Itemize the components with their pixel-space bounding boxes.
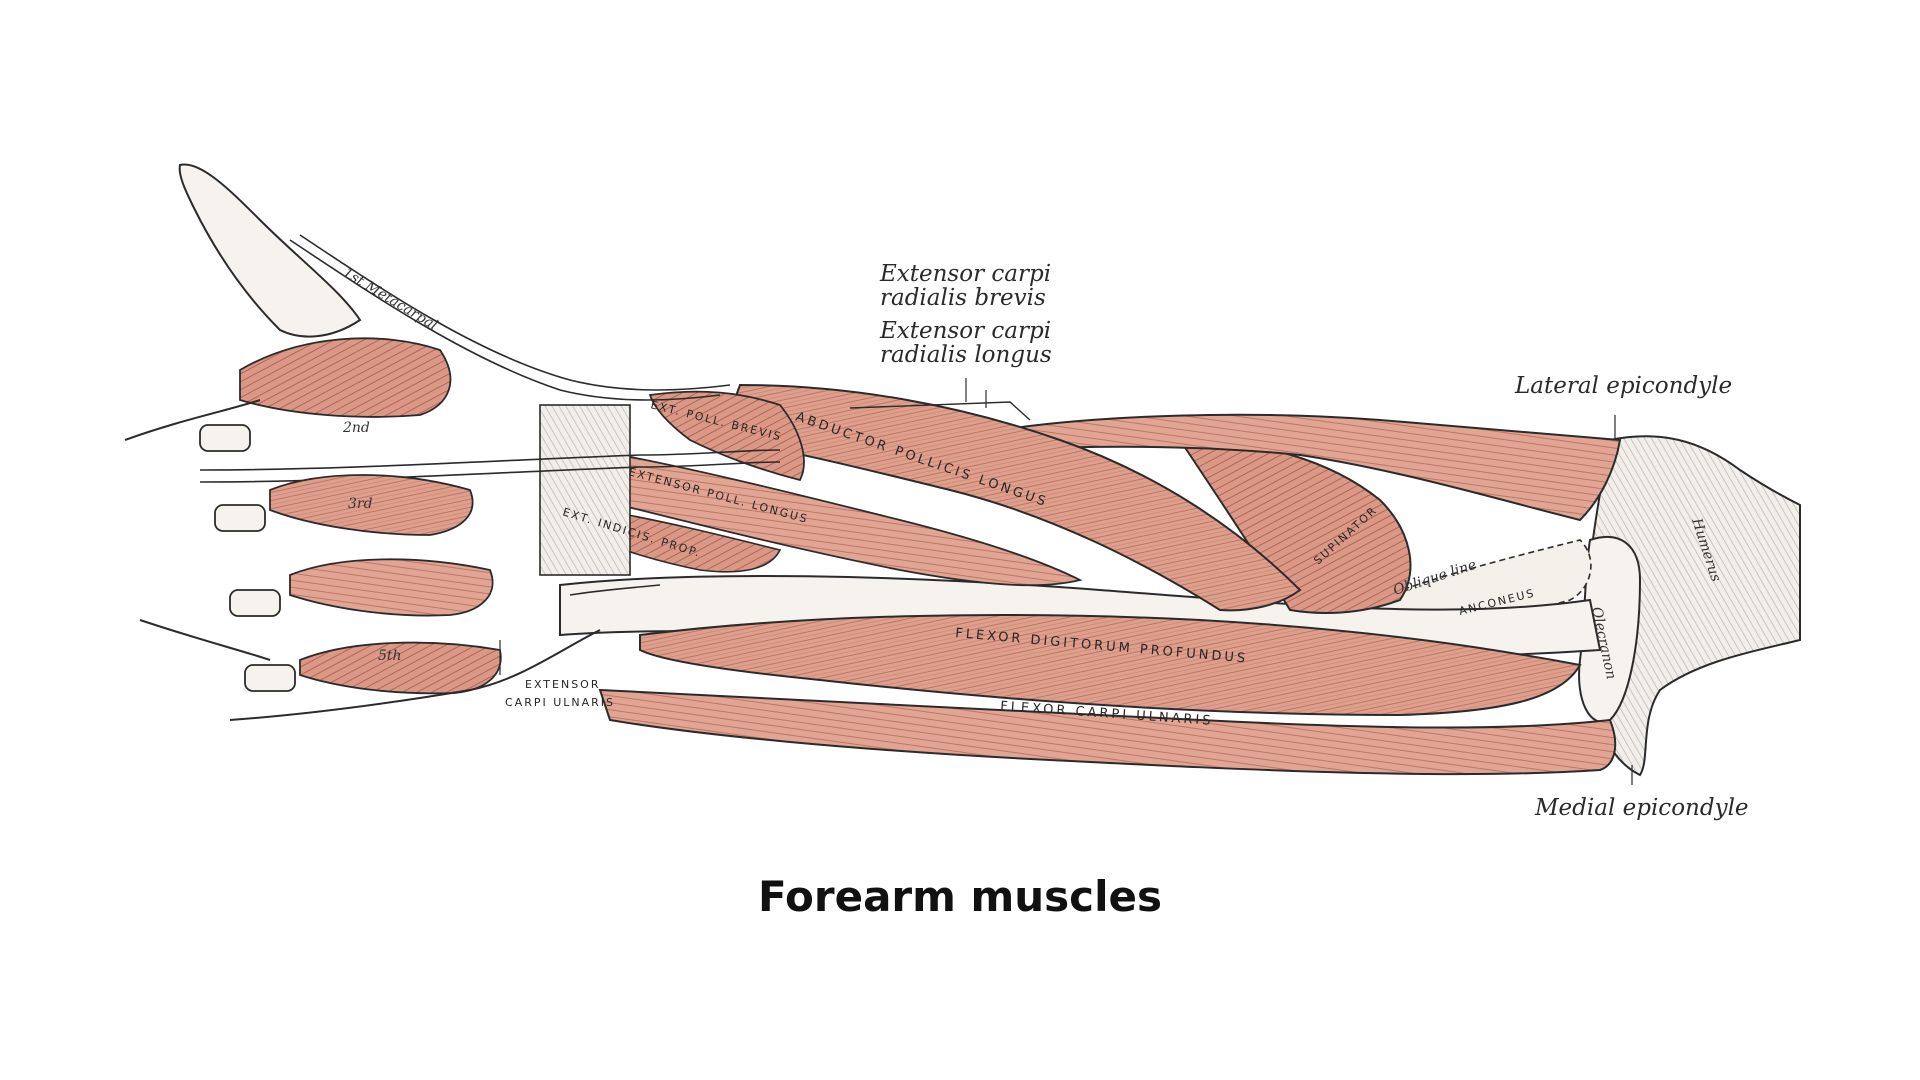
extensor-retinaculum [539,404,631,576]
first-dorsal-interosseous [239,337,452,418]
label-ecrl-line2: radialis longus [880,342,1052,368]
label-lateral-epicondyle: Lateral epicondyle [1514,373,1732,399]
third-dorsal-interosseous [289,558,494,617]
extensor-indicis-muscle [599,509,782,573]
extensor-carpi-radialis-muscles [999,413,1622,522]
figure-caption: Forearm muscles [758,872,1162,921]
extensor-pollicis-longus-muscle [619,453,1083,587]
label-digit-5th: 5th [378,648,402,664]
label-ecu-line1: EXTENSOR [525,678,600,691]
label-ecrb-line1: Extensor carpi [879,261,1051,287]
second-dorsal-interosseous [269,474,474,536]
flexor-carpi-ulnaris-muscle [598,688,1617,776]
finger-stubs [199,424,296,692]
label-medial-epicondyle: Medial epicondyle [1534,795,1749,821]
label-digit-2nd: 2nd [342,420,370,436]
thumb [178,163,362,338]
label-ecu-line2: CARPI ULNARIS [505,696,615,709]
fourth-dorsal-interosseous [299,641,502,695]
abductor-pollicis-longus-muscle [718,383,1302,612]
hand-outline [124,399,601,721]
ecr-tendon-marker [849,401,1031,421]
label-digit-3rd: 3rd [348,496,373,512]
label-ecrb-line2: radialis brevis [880,285,1046,311]
extensor-pollicis-brevis-muscle [648,390,805,482]
label-ecrl-line1: Extensor carpi [879,318,1051,344]
flexor-digitorum-profundus-muscle [639,614,1582,717]
